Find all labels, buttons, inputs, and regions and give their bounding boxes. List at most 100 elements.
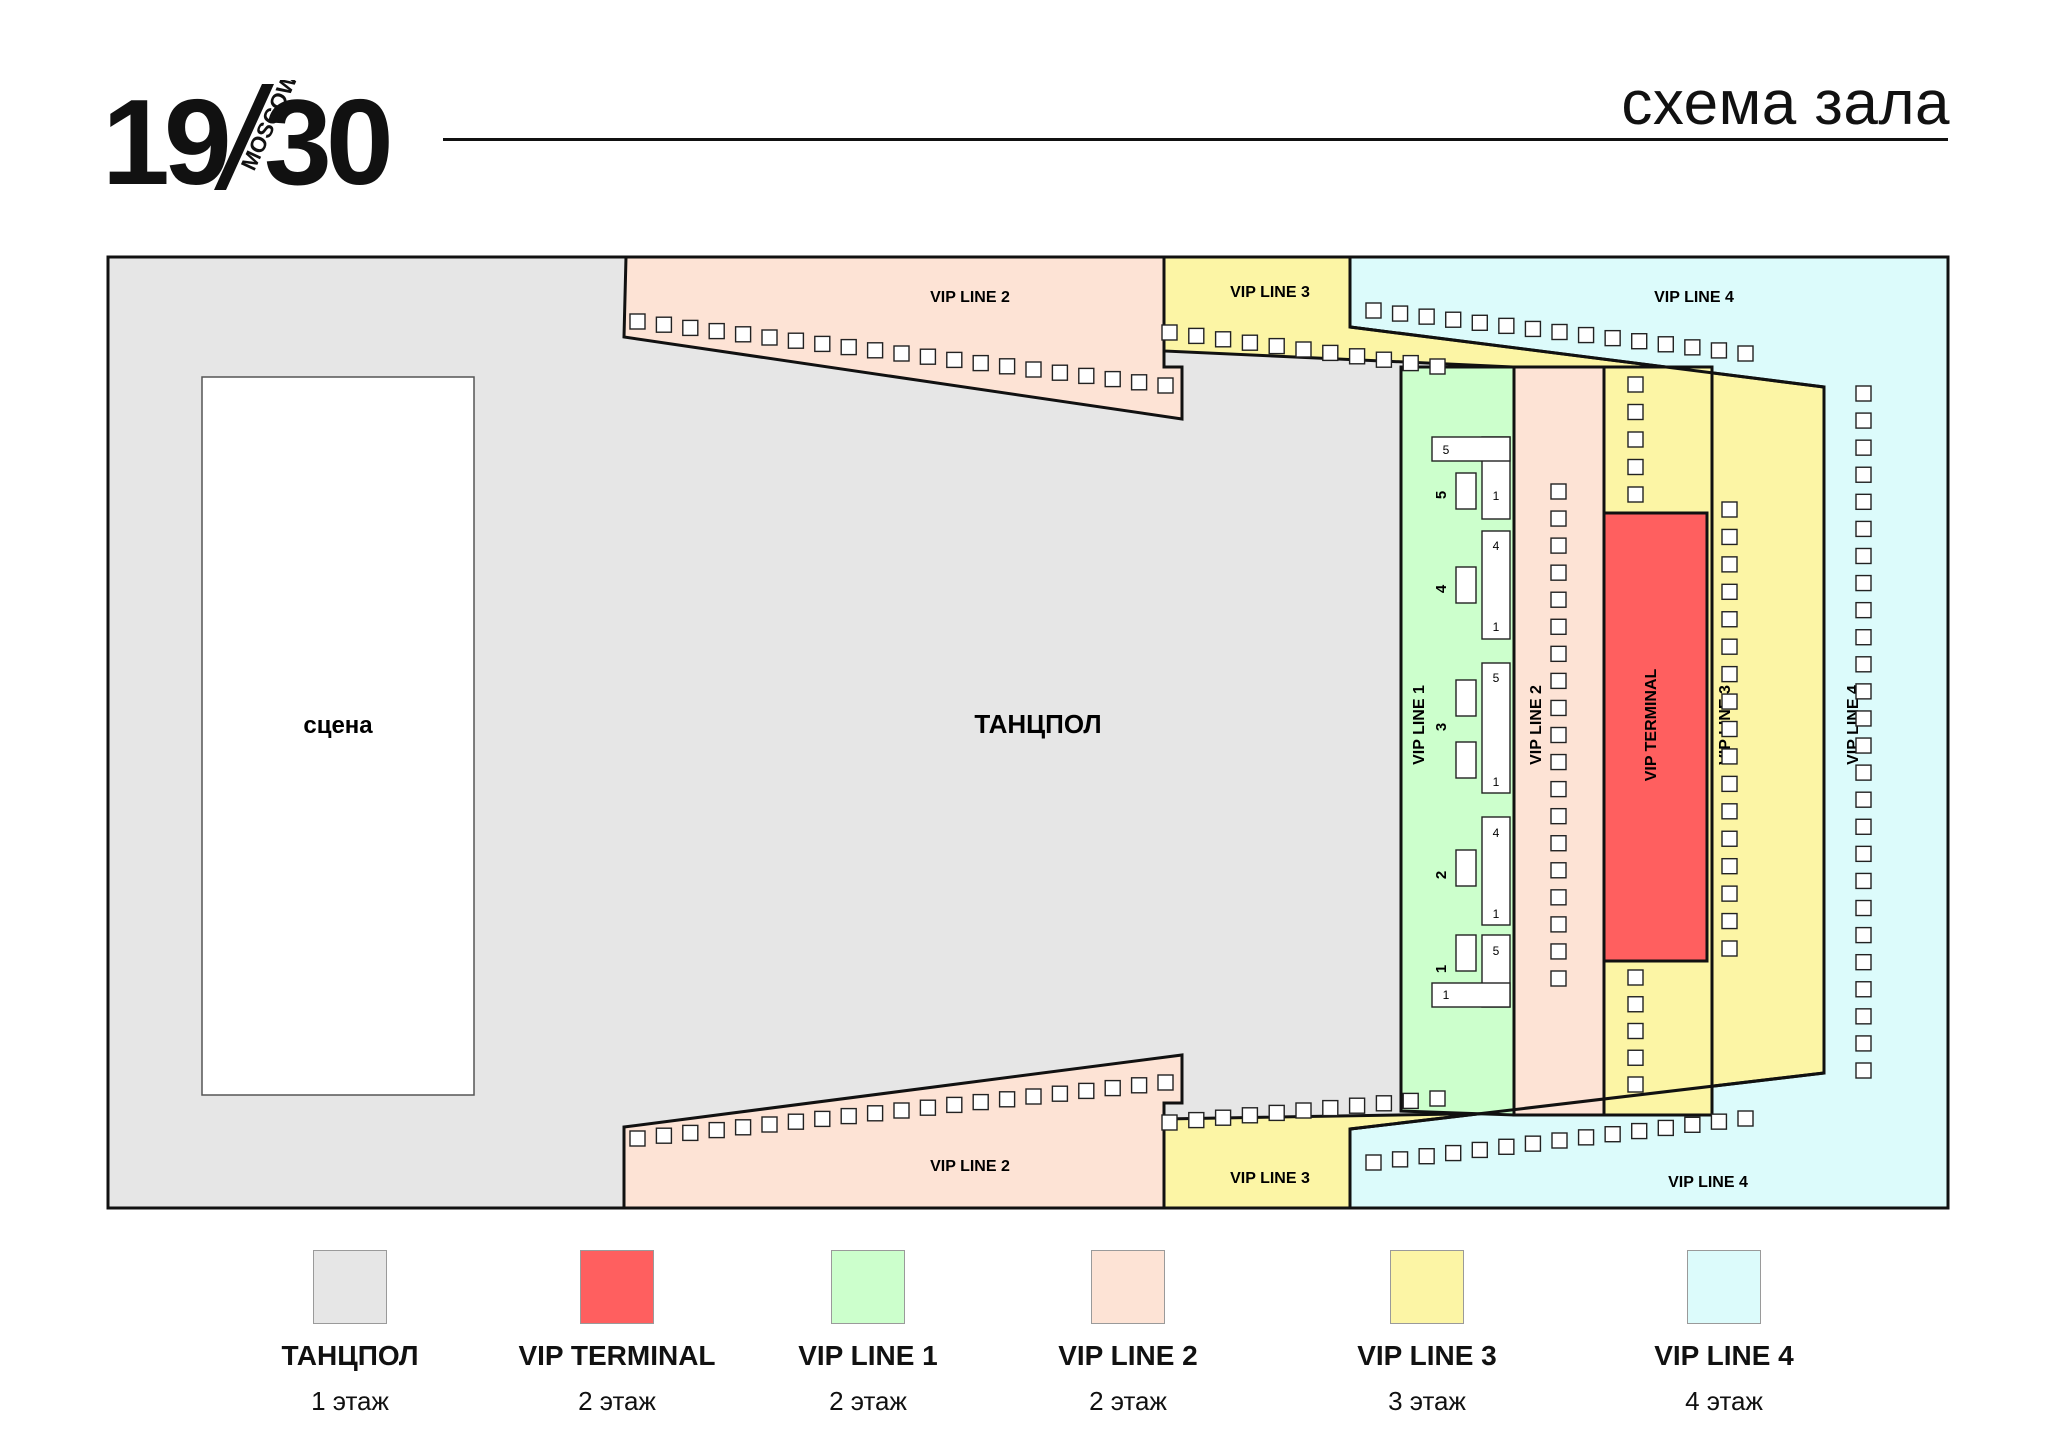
vip3-column-seat[interactable]	[1627, 996, 1644, 1013]
vip2-bottom-seat[interactable]	[734, 1119, 752, 1136]
vip1-table-1[interactable]	[1455, 934, 1477, 972]
vip2-top-seat[interactable]	[708, 322, 725, 340]
vip3-column-seat[interactable]	[1627, 969, 1644, 986]
vip3-column-seat[interactable]	[1627, 376, 1644, 393]
vip2-column-seat[interactable]	[1550, 753, 1567, 771]
vip4-column-seat[interactable]	[1855, 1062, 1872, 1079]
vip4-bottom-seat[interactable]	[1577, 1129, 1595, 1146]
vip1-sofa-4[interactable]	[1481, 530, 1511, 640]
vip-line-2-top-zone[interactable]	[622, 255, 1184, 421]
vip3-top-seat[interactable]	[1161, 324, 1178, 341]
vip4-bottom-seat[interactable]	[1737, 1110, 1754, 1127]
vip3-column-seat[interactable]	[1721, 857, 1738, 875]
vip4-top-seat[interactable]	[1657, 336, 1674, 353]
vip2-bottom-seat[interactable]	[1051, 1085, 1069, 1102]
vip2-top-seat[interactable]	[814, 335, 831, 353]
vip4-column-seat[interactable]	[1855, 1008, 1872, 1025]
vip3-column-seat[interactable]	[1721, 583, 1738, 601]
vip4-top-seat[interactable]	[1631, 333, 1648, 350]
vip2-bottom-seat[interactable]	[1078, 1082, 1095, 1100]
vip1-table-3b[interactable]	[1455, 741, 1477, 779]
vip4-bottom-seat[interactable]	[1684, 1116, 1701, 1133]
vip4-column-seat[interactable]	[1855, 764, 1872, 781]
vip3-column-seat[interactable]	[1627, 1022, 1644, 1040]
vip3-column-seat[interactable]	[1721, 748, 1738, 765]
vip4-column-seat[interactable]	[1855, 791, 1872, 808]
vip2-column-seat[interactable]	[1550, 970, 1567, 987]
vip4-column-seat[interactable]	[1855, 981, 1872, 998]
vip2-column-seat[interactable]	[1550, 916, 1567, 933]
vip2-top-seat[interactable]	[840, 338, 857, 356]
vip2-column-seat[interactable]	[1550, 835, 1567, 852]
vip4-column-seat[interactable]	[1855, 899, 1872, 917]
vip4-column-seat[interactable]	[1855, 629, 1872, 646]
vip3-column-seat[interactable]	[1627, 486, 1644, 503]
vip2-column-seat[interactable]	[1550, 862, 1567, 879]
vip4-top-seat[interactable]	[1577, 326, 1595, 344]
vip3-top-seat[interactable]	[1241, 334, 1259, 351]
vip4-column-seat[interactable]	[1855, 656, 1872, 673]
vip4-top-seat[interactable]	[1710, 342, 1728, 359]
vip4-column-seat[interactable]	[1855, 439, 1872, 456]
vip2-top-seat[interactable]	[1078, 367, 1095, 385]
vip4-top-seat[interactable]	[1471, 314, 1488, 331]
vip4-column-seat[interactable]	[1855, 818, 1872, 835]
vip2-bottom-seat[interactable]	[655, 1127, 673, 1144]
vip3-column-seat[interactable]	[1721, 885, 1738, 902]
vip3-top-seat[interactable]	[1322, 344, 1339, 362]
vip2-bottom-seat[interactable]	[682, 1124, 699, 1142]
vip2-column-seat[interactable]	[1550, 672, 1567, 690]
vip4-bottom-seat[interactable]	[1710, 1113, 1728, 1130]
vip2-top-seat[interactable]	[946, 351, 963, 369]
vip3-column-seat[interactable]	[1627, 458, 1644, 476]
vip4-bottom-seat[interactable]	[1391, 1151, 1409, 1168]
vip3-column-seat[interactable]	[1721, 830, 1738, 847]
vip2-column-seat[interactable]	[1550, 510, 1567, 527]
vip4-column-seat[interactable]	[1855, 872, 1872, 890]
vip2-bottom-seat[interactable]	[893, 1102, 910, 1119]
vip1-sofa-5-top[interactable]	[1431, 436, 1511, 462]
vip1-sofa-2[interactable]	[1481, 816, 1511, 926]
vip4-bottom-seat[interactable]	[1604, 1126, 1621, 1143]
vip3-column-seat[interactable]	[1627, 431, 1644, 448]
vip4-top-seat[interactable]	[1418, 308, 1435, 325]
vip4-column-seat[interactable]	[1855, 412, 1872, 429]
vip2-column-seat[interactable]	[1550, 483, 1567, 500]
vip2-top-seat[interactable]	[1051, 364, 1069, 381]
vip2-top-seat[interactable]	[655, 316, 673, 333]
vip2-top-seat[interactable]	[919, 348, 937, 365]
vip3-bottom-seat[interactable]	[1322, 1099, 1339, 1117]
vip2-column-seat[interactable]	[1550, 564, 1567, 581]
vip2-top-seat[interactable]	[1130, 374, 1148, 391]
vip2-column-seat[interactable]	[1550, 726, 1567, 744]
vip3-column-seat[interactable]	[1721, 556, 1738, 573]
vip2-column-seat[interactable]	[1550, 780, 1567, 798]
vip4-top-seat[interactable]	[1524, 320, 1542, 338]
vip2-bottom-seat[interactable]	[761, 1116, 778, 1133]
vip4-bottom-seat[interactable]	[1631, 1122, 1648, 1140]
vip4-bottom-seat[interactable]	[1445, 1144, 1462, 1162]
vip3-column-seat[interactable]	[1721, 528, 1738, 546]
vip4-column-seat[interactable]	[1855, 710, 1872, 727]
vip2-bottom-seat[interactable]	[1104, 1079, 1121, 1097]
vip2-top-seat[interactable]	[761, 329, 778, 346]
vip4-column-seat[interactable]	[1855, 385, 1872, 402]
vip3-bottom-seat[interactable]	[1348, 1097, 1366, 1114]
vip-line-2-bottom-zone[interactable]	[622, 1053, 1184, 1210]
vip2-bottom-seat[interactable]	[708, 1121, 725, 1139]
vip3-top-seat[interactable]	[1188, 327, 1205, 345]
vip2-column-seat[interactable]	[1550, 889, 1567, 906]
vip2-bottom-seat[interactable]	[1130, 1077, 1148, 1094]
vip4-top-seat[interactable]	[1445, 311, 1462, 328]
vip1-table-4[interactable]	[1455, 566, 1477, 604]
vip3-bottom-seat[interactable]	[1295, 1102, 1312, 1119]
vip4-column-seat[interactable]	[1855, 574, 1872, 592]
vip3-column-seat[interactable]	[1627, 1049, 1644, 1066]
vip4-column-seat[interactable]	[1855, 683, 1872, 700]
vip4-top-seat[interactable]	[1391, 305, 1409, 322]
vip2-top-seat[interactable]	[972, 354, 989, 372]
vip1-table-5[interactable]	[1455, 472, 1477, 510]
vip3-top-seat[interactable]	[1375, 351, 1393, 368]
vip3-column-seat[interactable]	[1721, 501, 1738, 518]
vip-terminal-zone[interactable]	[1602, 511, 1709, 963]
